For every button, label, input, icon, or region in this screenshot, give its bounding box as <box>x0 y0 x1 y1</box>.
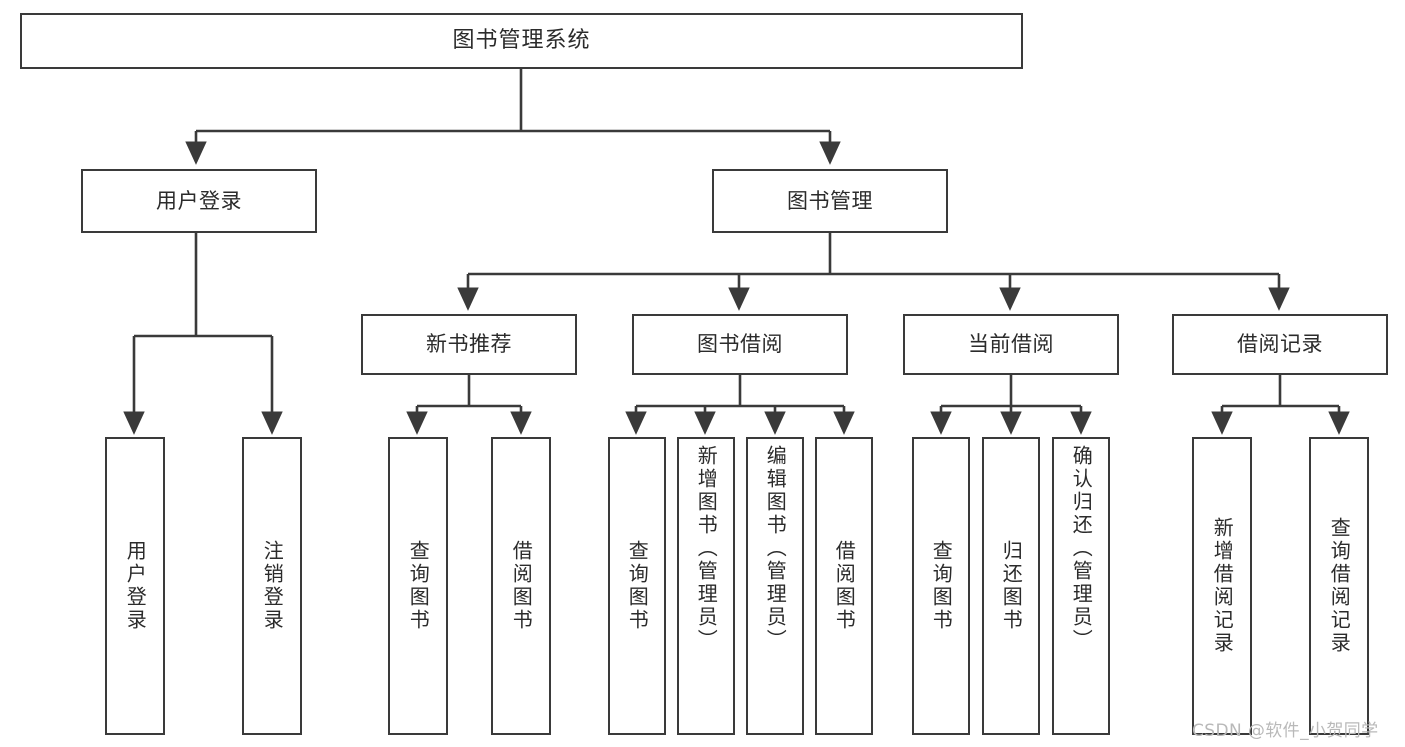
node-leaf-query-book-2[interactable]: 查询图书 <box>608 437 666 735</box>
node-borrow-record[interactable]: 借阅记录 <box>1172 314 1388 375</box>
node-leaf-edit-book-label: 编辑图书（管理员） <box>763 445 788 652</box>
node-leaf-return-book-label: 归还图书 <box>999 540 1024 632</box>
node-book-borrow[interactable]: 图书借阅 <box>632 314 848 375</box>
node-current-borrow-label: 当前借阅 <box>968 332 1054 357</box>
node-leaf-borrow-book-2[interactable]: 借阅图书 <box>815 437 873 735</box>
node-leaf-borrow-book-1[interactable]: 借阅图书 <box>491 437 551 735</box>
node-leaf-add-book-label: 新增图书（管理员） <box>694 445 719 652</box>
node-leaf-edit-book[interactable]: 编辑图书（管理员） <box>746 437 804 735</box>
node-book-manage-label: 图书管理 <box>787 188 873 213</box>
node-leaf-confirm-return[interactable]: 确认归还（管理员） <box>1052 437 1110 735</box>
node-leaf-query-book-2-label: 查询图书 <box>625 540 650 632</box>
node-leaf-add-book[interactable]: 新增图书（管理员） <box>677 437 735 735</box>
node-leaf-borrow-book-1-label: 借阅图书 <box>509 540 534 632</box>
node-book-borrow-label: 图书借阅 <box>697 332 783 357</box>
node-user-login-label: 用户登录 <box>156 188 242 213</box>
node-leaf-add-record[interactable]: 新增借阅记录 <box>1192 437 1252 735</box>
node-new-book-recommend-label: 新书推荐 <box>426 332 512 357</box>
node-root-label: 图书管理系统 <box>452 28 591 54</box>
node-leaf-user-logout-label: 注销登录 <box>260 540 285 632</box>
node-leaf-return-book[interactable]: 归还图书 <box>982 437 1040 735</box>
node-current-borrow[interactable]: 当前借阅 <box>903 314 1119 375</box>
node-borrow-record-label: 借阅记录 <box>1237 332 1323 357</box>
node-leaf-query-book-3-label: 查询图书 <box>929 540 954 632</box>
node-leaf-user-login-label: 用户登录 <box>123 540 148 632</box>
node-leaf-query-book-3[interactable]: 查询图书 <box>912 437 970 735</box>
node-leaf-query-record[interactable]: 查询借阅记录 <box>1309 437 1369 735</box>
node-leaf-query-record-label: 查询借阅记录 <box>1327 517 1352 655</box>
node-leaf-confirm-return-label: 确认归还（管理员） <box>1069 445 1094 652</box>
node-book-manage[interactable]: 图书管理 <box>712 169 948 233</box>
node-new-book-recommend[interactable]: 新书推荐 <box>361 314 577 375</box>
node-leaf-query-book-1-label: 查询图书 <box>406 540 431 632</box>
node-leaf-query-book-1[interactable]: 查询图书 <box>388 437 448 735</box>
watermark: CSDN @软件_小贺同学 <box>1192 721 1379 741</box>
node-leaf-user-login[interactable]: 用户登录 <box>105 437 165 735</box>
node-leaf-user-logout[interactable]: 注销登录 <box>242 437 302 735</box>
node-root[interactable]: 图书管理系统 <box>20 13 1023 69</box>
node-user-login[interactable]: 用户登录 <box>81 169 317 233</box>
node-leaf-add-record-label: 新增借阅记录 <box>1210 517 1235 655</box>
node-leaf-borrow-book-2-label: 借阅图书 <box>832 540 857 632</box>
